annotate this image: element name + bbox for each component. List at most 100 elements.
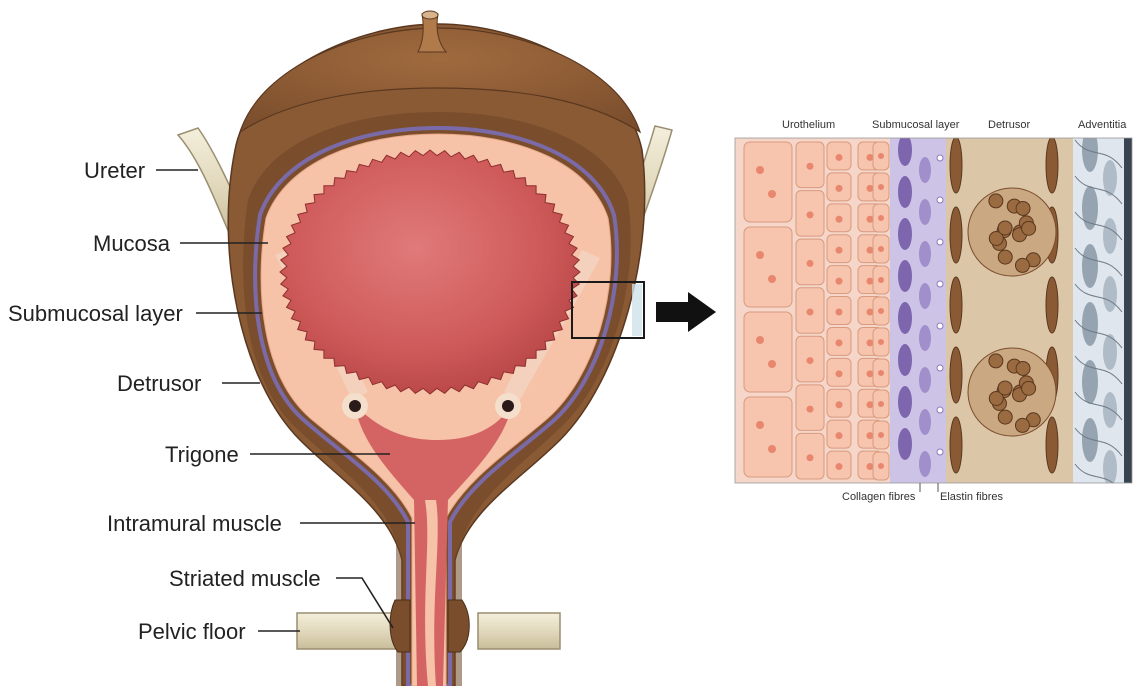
cell-nucleus: [768, 275, 776, 283]
submucosal-layer-label: Submucosal layer: [8, 301, 183, 326]
cell-nucleus: [836, 185, 843, 192]
cell-nucleus: [836, 216, 843, 223]
cell-nucleus: [768, 360, 776, 368]
cell-nucleus: [807, 454, 814, 461]
inset-header-adventitia: Adventitia: [1078, 119, 1127, 131]
muscle-fibre: [989, 194, 1003, 208]
cell-nucleus: [867, 185, 874, 192]
inset-leader-lines: [920, 483, 938, 492]
ureteric-orifice-right: [495, 393, 521, 419]
submucosal-cell: [898, 344, 912, 376]
submucosal-cell: [898, 260, 912, 292]
muscle-fibre: [1015, 418, 1029, 432]
histology-inset: [735, 128, 1132, 492]
smooth-muscle-cell: [1046, 277, 1058, 333]
pelvic-floor-label: Pelvic floor: [138, 619, 246, 644]
elastin-fibre: [937, 197, 943, 203]
elastin-fibre: [937, 365, 943, 371]
cell-nucleus: [836, 401, 843, 408]
cell-nucleus: [878, 277, 884, 283]
mucosa-label: Mucosa: [93, 231, 171, 256]
cell-nucleus: [878, 463, 884, 469]
cell-nucleus: [836, 278, 843, 285]
cell-nucleus: [878, 339, 884, 345]
cell-nucleus: [836, 247, 843, 254]
muscle-fibre: [1022, 221, 1036, 235]
elastin-fibres-label: Elastin fibres: [940, 491, 1003, 503]
submucosal-cell: [898, 386, 912, 418]
adventitia-cell: [1103, 392, 1117, 428]
arrow-icon: [656, 292, 716, 332]
striated-muscle-label: Striated muscle: [169, 566, 321, 591]
umbrella-cell: [744, 312, 792, 392]
adventitia-cell: [1082, 302, 1098, 346]
cell-nucleus: [836, 463, 843, 470]
cell-nucleus: [756, 421, 764, 429]
cell-nucleus: [836, 309, 843, 316]
elastin-fibre: [937, 281, 943, 287]
elastin-fibre: [937, 323, 943, 329]
umbrella-cell: [744, 397, 792, 477]
cell-nucleus: [836, 154, 843, 161]
umbrella-cell: [744, 227, 792, 307]
cell-nucleus: [807, 260, 814, 267]
cell-nucleus: [878, 401, 884, 407]
elastin-fibre: [937, 239, 943, 245]
smooth-muscle-cell: [950, 137, 962, 193]
muscle-fibre: [1022, 381, 1036, 395]
submucosal-cell: [919, 367, 931, 393]
cell-nucleus: [768, 445, 776, 453]
cell-nucleus: [878, 308, 884, 314]
muscle-fibre: [1016, 361, 1030, 375]
smooth-muscle-cell: [1046, 417, 1058, 473]
cell-nucleus: [878, 370, 884, 376]
elastin-fibre: [937, 407, 943, 413]
cell-nucleus: [867, 247, 874, 254]
smooth-muscle-cell: [950, 277, 962, 333]
muscle-fibre: [998, 410, 1012, 424]
muscle-fibre: [998, 250, 1012, 264]
inset-header-submucosal: Submucosal layer: [872, 119, 960, 131]
muscle-fibre: [998, 381, 1012, 395]
elastin-fibre: [937, 155, 943, 161]
adventitia-cell: [1103, 276, 1117, 312]
trigone-label: Trigone: [165, 442, 239, 467]
cell-nucleus: [836, 370, 843, 377]
adventitia-cell: [1082, 128, 1098, 172]
submucosal-cell: [919, 409, 931, 435]
cell-nucleus: [867, 463, 874, 470]
umbrella-cell: [744, 142, 792, 222]
ureteric-orifice-left: [342, 393, 368, 419]
cell-nucleus: [768, 190, 776, 198]
cell-nucleus: [836, 432, 843, 439]
submucosal-cell: [919, 199, 931, 225]
smooth-muscle-cell: [950, 207, 962, 263]
cell-nucleus: [807, 357, 814, 364]
cell-nucleus: [878, 153, 884, 159]
cell-nucleus: [878, 432, 884, 438]
submucosal-cell: [919, 157, 931, 183]
cell-nucleus: [878, 215, 884, 221]
cell-nucleus: [867, 370, 874, 377]
intramural-muscle-label: Intramural muscle: [107, 511, 282, 536]
cell-nucleus: [867, 216, 874, 223]
ureter-label: Ureter: [84, 158, 145, 183]
cell-nucleus: [756, 336, 764, 344]
cell-nucleus: [867, 309, 874, 316]
submucosal-cell: [898, 302, 912, 334]
cell-nucleus: [807, 309, 814, 316]
smooth-muscle-cell: [950, 347, 962, 403]
collagen-fibres-label: Collagen fibres: [842, 491, 916, 503]
smooth-muscle-cell: [950, 417, 962, 473]
muscle-fibre: [989, 354, 1003, 368]
submucosal-cell: [919, 241, 931, 267]
detrusor-label: Detrusor: [117, 371, 201, 396]
cell-nucleus: [867, 401, 874, 408]
cell-nucleus: [807, 163, 814, 170]
cell-nucleus: [807, 211, 814, 218]
submucosal-cell: [919, 283, 931, 309]
muscle-fibre: [998, 221, 1012, 235]
submucosal-cell: [898, 218, 912, 250]
